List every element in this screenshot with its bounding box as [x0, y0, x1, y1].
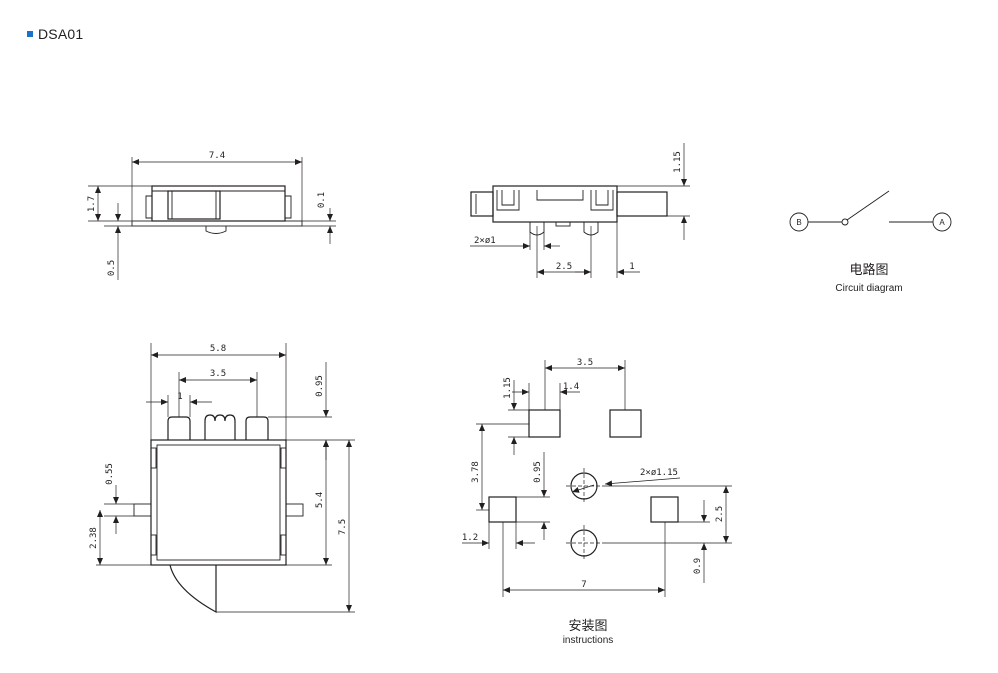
top-pin-middle: [204, 414, 236, 440]
node-a-label: A: [939, 218, 945, 227]
dim-1.15-fp: 1.15: [503, 377, 513, 399]
switch-pivot: [841, 218, 849, 226]
header: DSA01: [27, 26, 83, 42]
circuit-diagram: B A 电路图 Circuit diagram: [789, 190, 952, 294]
dim-3.5-top: 3.5: [210, 369, 226, 379]
dim-1.4: 1.4: [563, 382, 579, 392]
circuit-caption-en: Circuit diagram: [835, 283, 902, 294]
bullet-square-icon: [27, 31, 33, 37]
dim-7.5: 7.5: [338, 519, 348, 535]
circuit-caption-cn: 电路图: [849, 262, 888, 278]
side-base: [131, 220, 303, 227]
top-pin-left: [167, 416, 191, 440]
pad-top-left: [528, 409, 561, 438]
dim-2.5-fp: 2.5: [715, 506, 725, 522]
side-slider: [167, 190, 221, 220]
front-right-tab: [616, 191, 668, 217]
top-actuator: [169, 564, 217, 614]
side-view: 7.4 1.7 0.5 0.1: [87, 151, 336, 280]
footprint-caption-cn: 安装图: [568, 619, 607, 634]
page-title: DSA01: [38, 26, 84, 42]
top-pin-right: [245, 416, 269, 440]
pad-bottom-left: [488, 496, 517, 523]
dim-2.38: 2.38: [89, 527, 99, 549]
switch-lever: [846, 190, 890, 221]
dim-0.9: 0.9: [693, 558, 703, 574]
dim-0.5: 0.5: [107, 260, 117, 276]
dim-5.8: 5.8: [210, 344, 226, 354]
footprint: 3.5 1.4 1.15 3.78 0.95 2×ø1.15 1.2: [462, 358, 732, 646]
dim-0.1: 0.1: [317, 192, 327, 208]
dim-0.55: 0.55: [105, 463, 115, 485]
dim-2x-hole: 2×ø1: [474, 236, 496, 246]
dim-2.5: 2.5: [556, 262, 572, 272]
dim-7.4: 7.4: [209, 151, 225, 161]
top-view: 5.8 3.5 1 0.95 5.4 7.5 0.55 2.38: [89, 343, 355, 614]
side-nub: [205, 226, 227, 234]
dim-3.5-fp: 3.5: [577, 358, 593, 368]
dim-5.4: 5.4: [315, 492, 325, 508]
dim-2x-hole-fp: 2×ø1.15: [640, 468, 678, 478]
top-lever-left: [133, 503, 152, 517]
dim-1.7: 1.7: [87, 196, 97, 212]
footprint-caption-en: instructions: [563, 635, 614, 646]
front-body: [492, 185, 618, 223]
node-b-label: B: [796, 218, 801, 227]
dim-1: 1: [629, 262, 634, 272]
front-view: 1.15 2×ø1 2.5 1: [470, 143, 690, 278]
dim-1.15: 1.15: [673, 151, 683, 173]
front-left-tab: [470, 191, 494, 217]
dim-1-top: 1: [177, 392, 182, 402]
top-lever-right: [285, 503, 304, 517]
dim-7: 7: [581, 580, 586, 590]
dim-3.78: 3.78: [471, 461, 481, 483]
top-body: [150, 439, 287, 566]
pad-bottom-right: [650, 496, 679, 523]
node-a-circle: [932, 212, 952, 232]
dim-0.95-top: 0.95: [315, 375, 325, 397]
dim-0.95-fp: 0.95: [533, 461, 543, 483]
pad-top-right: [609, 409, 642, 438]
dim-1.2: 1.2: [462, 533, 478, 543]
